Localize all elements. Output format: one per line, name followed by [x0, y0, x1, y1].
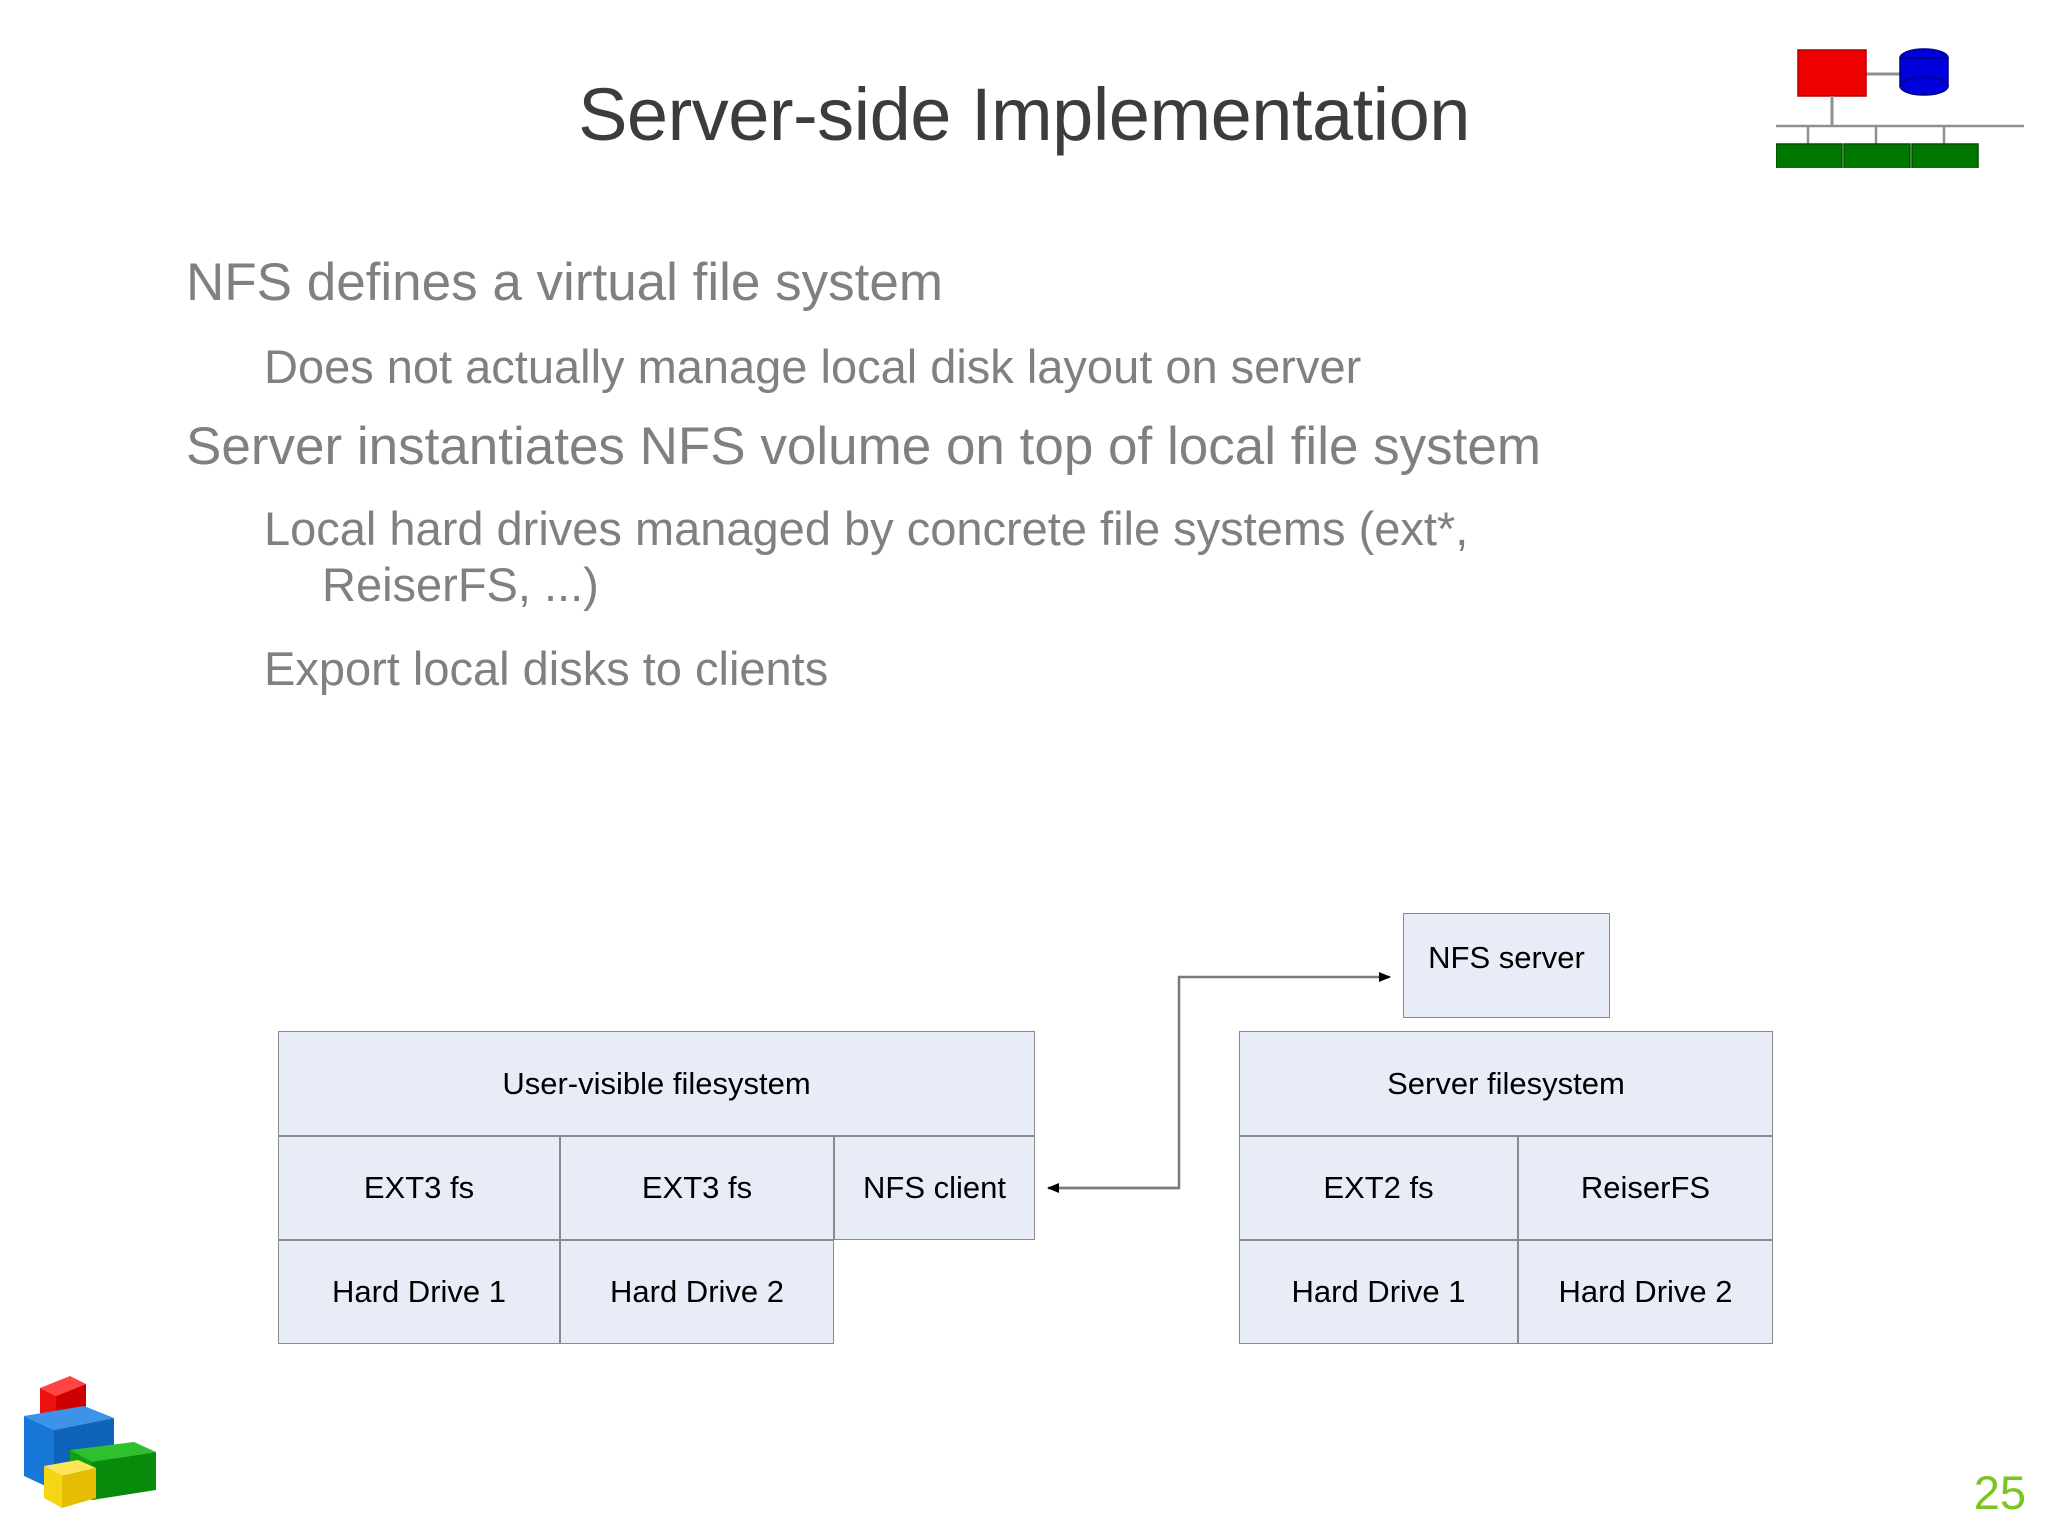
- page-number: 25: [1973, 1466, 2026, 1519]
- server-reiserfs-box[interactable]: ReiserFS: [1518, 1136, 1773, 1240]
- nfs-server-box[interactable]: NFS server: [1403, 913, 1610, 1018]
- page-title: Server-side Implementation: [578, 73, 1470, 156]
- client-ext3-fs-2-box[interactable]: EXT3 fs: [560, 1136, 834, 1240]
- client-hard-drive-1-box[interactable]: Hard Drive 1: [278, 1240, 560, 1344]
- bullet-line-primary: Local hard drives managed by concrete fi…: [264, 501, 1469, 555]
- bullet-level1-nfs-vfs: NFS defines a virtual file system: [186, 253, 943, 312]
- client-ext3-fs-1-box[interactable]: EXT3 fs: [278, 1136, 560, 1240]
- bullet-level1-server-instantiates: Server instantiates NFS volume on top of…: [186, 417, 1542, 477]
- server-hard-drive-1-box[interactable]: Hard Drive 1: [1239, 1240, 1518, 1344]
- client-user-visible-filesystem-box[interactable]: User-visible filesystem: [278, 1031, 1035, 1136]
- server-filesystem-box[interactable]: Server filesystem: [1239, 1031, 1773, 1136]
- server-hard-drive-2-box[interactable]: Hard Drive 2: [1518, 1240, 1773, 1344]
- colored-cubes-logo: [24, 1376, 156, 1508]
- bullet-level2-local-hard-drives: Local hard drives managed by concrete fi…: [264, 501, 1866, 613]
- bullet-line-continuation: ReiserFS, ...): [322, 557, 599, 611]
- network-diagram-logo: [1776, 48, 2024, 168]
- bullet-list: NFS defines a virtual file system Does n…: [186, 252, 1866, 703]
- bullet-level2-export-local-disks: Export local disks to clients: [264, 641, 829, 695]
- nfs-client-box[interactable]: NFS client: [834, 1136, 1035, 1240]
- client-hard-drive-2-box[interactable]: Hard Drive 2: [560, 1240, 834, 1344]
- bullet-level2-no-local-disk-layout: Does not actually manage local disk layo…: [264, 339, 1362, 393]
- server-ext2-fs-box[interactable]: EXT2 fs: [1239, 1136, 1518, 1240]
